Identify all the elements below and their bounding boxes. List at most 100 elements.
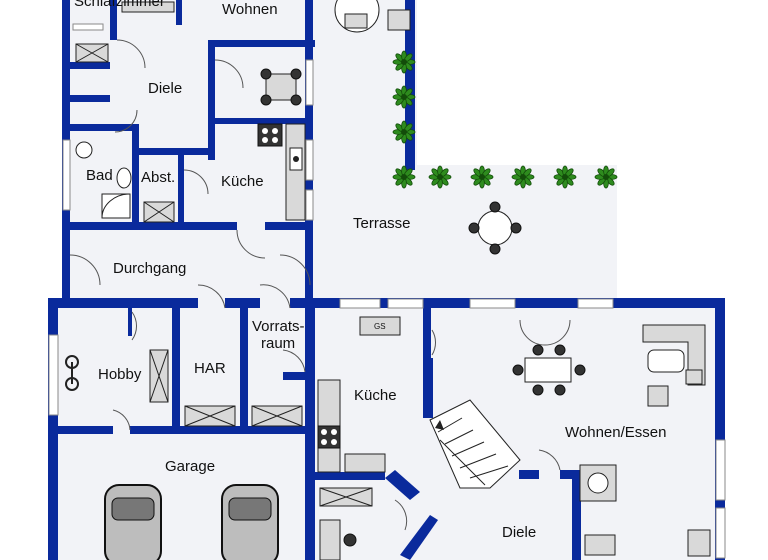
window <box>387 298 424 309</box>
door-arc <box>282 349 306 373</box>
room-labels: Schlafzimmer Wohnen Diele Bad Abst. Küch… <box>74 0 666 541</box>
wall-wohnen-left <box>176 0 182 25</box>
plants <box>392 50 618 189</box>
wall-abst-right <box>178 155 184 225</box>
wall-durchgang-top-a <box>62 222 237 230</box>
wall-bad-top <box>62 124 137 131</box>
stove-icon <box>257 123 283 147</box>
door-arc <box>431 329 436 356</box>
armchair-icon <box>319 519 357 560</box>
wall-abst-top <box>139 148 209 155</box>
door-arc <box>114 109 138 133</box>
wall-hobby-bottom-b <box>130 426 310 434</box>
window <box>305 189 314 221</box>
plant-icon <box>392 120 416 144</box>
room-label-abst: Abst. <box>141 169 175 186</box>
plant-icon <box>511 165 535 189</box>
wall-har-left <box>172 308 180 433</box>
window <box>469 298 516 309</box>
sink-icon <box>344 453 386 473</box>
room-label-kueche-bottom: Küche <box>354 387 397 404</box>
door-arc <box>279 254 311 286</box>
window <box>305 59 314 106</box>
room-label-bad: Bad <box>86 167 113 184</box>
wall-diele-left <box>62 95 110 102</box>
floor-areas <box>55 0 725 560</box>
window <box>715 439 726 501</box>
wall-lower-top-a <box>48 298 198 308</box>
door-arc <box>538 449 561 471</box>
cabinet <box>121 1 175 13</box>
kitchen-counter <box>285 123 306 221</box>
door-arc <box>183 169 209 195</box>
wall-har-right <box>240 308 248 433</box>
window <box>62 139 71 211</box>
wall-diele-right-top <box>519 470 539 479</box>
plant-icon <box>594 165 618 189</box>
bicycle-icon <box>65 355 79 391</box>
door-arc <box>394 499 408 531</box>
appliance-label: GS <box>374 322 386 331</box>
door-arc <box>131 311 138 341</box>
wall-kueche-top <box>208 118 308 124</box>
room-label-garage: Garage <box>165 458 215 475</box>
room-label-har: HAR <box>194 360 226 377</box>
wall-schlaf-bottom <box>62 62 110 69</box>
wall-kueche-bottom <box>315 472 385 480</box>
wall-diele-diagonal-b <box>400 515 438 560</box>
armchair-icon <box>334 0 411 33</box>
door-arc <box>69 254 101 286</box>
wall-bad-right <box>132 124 139 224</box>
wall-lower-right <box>715 298 725 560</box>
wall-diele-diagonal <box>385 470 420 500</box>
plant-icon <box>392 165 416 189</box>
wall-diele-right <box>208 40 215 160</box>
wall-kueche-right-b <box>423 358 433 418</box>
dining-table-icon <box>260 68 302 106</box>
window <box>72 23 104 31</box>
bathtub-icon <box>75 141 132 189</box>
plant-icon <box>470 165 494 189</box>
window <box>339 298 381 309</box>
room-label-vorratsraum-2: raum <box>261 335 295 352</box>
wall-hobby-bottom-a <box>58 426 113 434</box>
room-label-schlafzimmer: Schlafzimmer <box>74 0 165 10</box>
room-label-durchgang: Durchgang <box>113 260 186 277</box>
door-arc <box>112 409 131 431</box>
stove-icon <box>317 425 341 449</box>
wall-wohnen-bottom-a <box>215 40 315 47</box>
plant-icon <box>392 85 416 109</box>
dining-table-icon <box>468 201 522 255</box>
door-arc <box>116 39 146 69</box>
armchair-icon <box>647 385 669 407</box>
washing-machine-icon <box>579 464 617 502</box>
furniture <box>65 0 711 560</box>
doors <box>69 39 571 531</box>
floor-terrace <box>322 165 617 305</box>
plant-icon <box>553 165 577 189</box>
cabinet <box>584 534 616 556</box>
car-icon <box>104 484 279 560</box>
window <box>305 139 314 181</box>
room-label-diele-top: Diele <box>148 80 182 97</box>
room-label-hobby: Hobby <box>98 366 142 383</box>
room-label-vorratsraum-1: Vorrats- <box>252 318 305 335</box>
wall-diele-right <box>572 470 581 560</box>
door-arc <box>519 319 571 346</box>
wall-hobby-door-top <box>128 308 132 336</box>
wall-durchgang-top-b <box>265 222 313 230</box>
sink-icon <box>289 147 303 171</box>
plant-icon <box>392 50 416 74</box>
dining-table-icon <box>512 344 586 396</box>
wall-diele-right-top-b <box>560 470 580 479</box>
wall-vorrat-right <box>305 298 315 560</box>
wall-terrace-inner <box>405 0 415 170</box>
wall-vorrat-door <box>283 372 315 380</box>
wall-kueche-right-a <box>423 308 431 358</box>
walls <box>48 0 725 560</box>
sofa-icon <box>642 324 706 407</box>
room-label-terrasse: Terrasse <box>353 215 411 232</box>
window <box>48 334 59 416</box>
wall-lower-left <box>48 298 58 560</box>
